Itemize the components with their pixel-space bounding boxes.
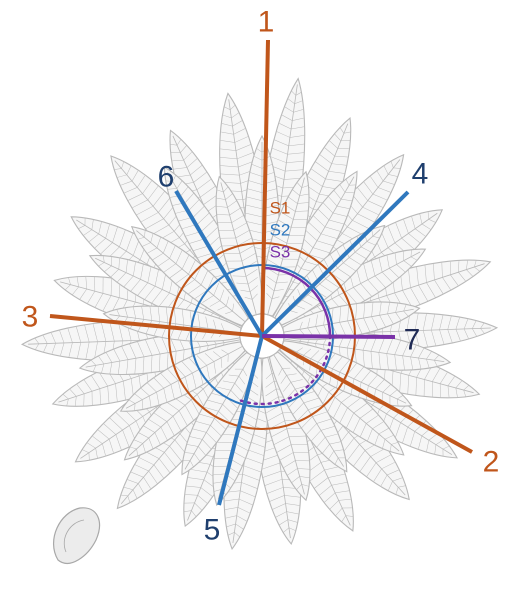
ray-3 (49, 314, 263, 338)
ray-label-1: 1 (258, 6, 275, 39)
leaf (119, 341, 246, 412)
leaf (268, 351, 348, 473)
ray-7 (261, 334, 396, 339)
circle-label-s1: S1 (270, 199, 291, 218)
numbered-rays (49, 39, 473, 506)
ray-label-7: 7 (404, 324, 421, 357)
ray-1 (260, 39, 270, 337)
ray-5 (217, 335, 264, 506)
ray-2 (261, 334, 473, 454)
circle-label-s3: S3 (270, 243, 291, 262)
ray-label-4: 4 (412, 158, 429, 191)
ray-label-6: 6 (158, 161, 175, 194)
curled-leaf-base (53, 507, 101, 564)
leaf (261, 355, 311, 502)
circle-label-s2: S2 (270, 221, 291, 240)
ray-4 (260, 190, 410, 338)
ray-label-3: 3 (22, 301, 39, 334)
leaf (274, 224, 386, 326)
leaf (279, 340, 413, 407)
ray-label-2: 2 (483, 446, 500, 479)
ray-label-5: 5 (204, 514, 221, 547)
ray-6 (174, 189, 264, 338)
arc-s3-dotted (237, 334, 332, 406)
leaf (282, 301, 421, 341)
